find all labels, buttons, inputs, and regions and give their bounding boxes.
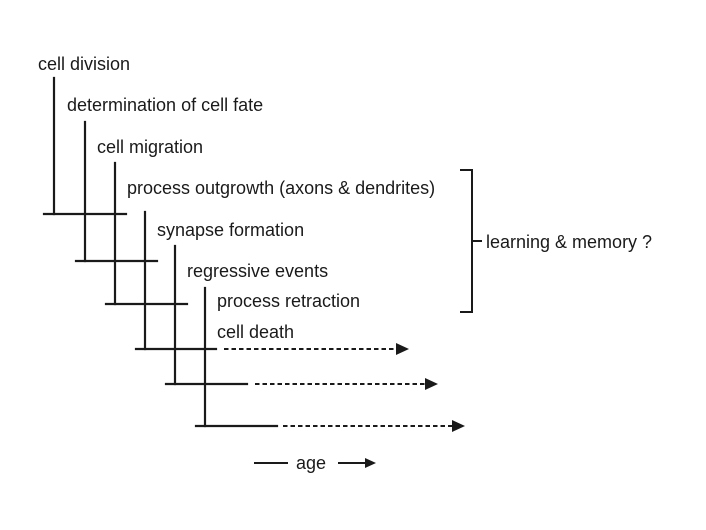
age-label: age <box>296 453 326 473</box>
age-arrowhead-icon <box>365 458 376 468</box>
stage-label-process-outgrowth: process outgrowth (axons & dendrites) <box>127 178 435 198</box>
arrowhead-icon <box>396 343 409 355</box>
stage-label-cell-migration: cell migration <box>97 137 203 157</box>
stage-label-cell-death: cell death <box>217 322 294 342</box>
stage-label-regressive-events: regressive events <box>187 261 328 281</box>
stage-label-determination-of-cell-fate: determination of cell fate <box>67 95 263 115</box>
bracket <box>460 169 473 313</box>
bracket-label: learning & memory ? <box>486 232 652 252</box>
stage-label-cell-division: cell division <box>38 54 130 74</box>
arrowhead-icon <box>452 420 465 432</box>
stage-label-synapse-formation: synapse formation <box>157 220 304 240</box>
arrowhead-icon <box>425 378 438 390</box>
stage-label-process-retraction: process retraction <box>217 291 360 311</box>
